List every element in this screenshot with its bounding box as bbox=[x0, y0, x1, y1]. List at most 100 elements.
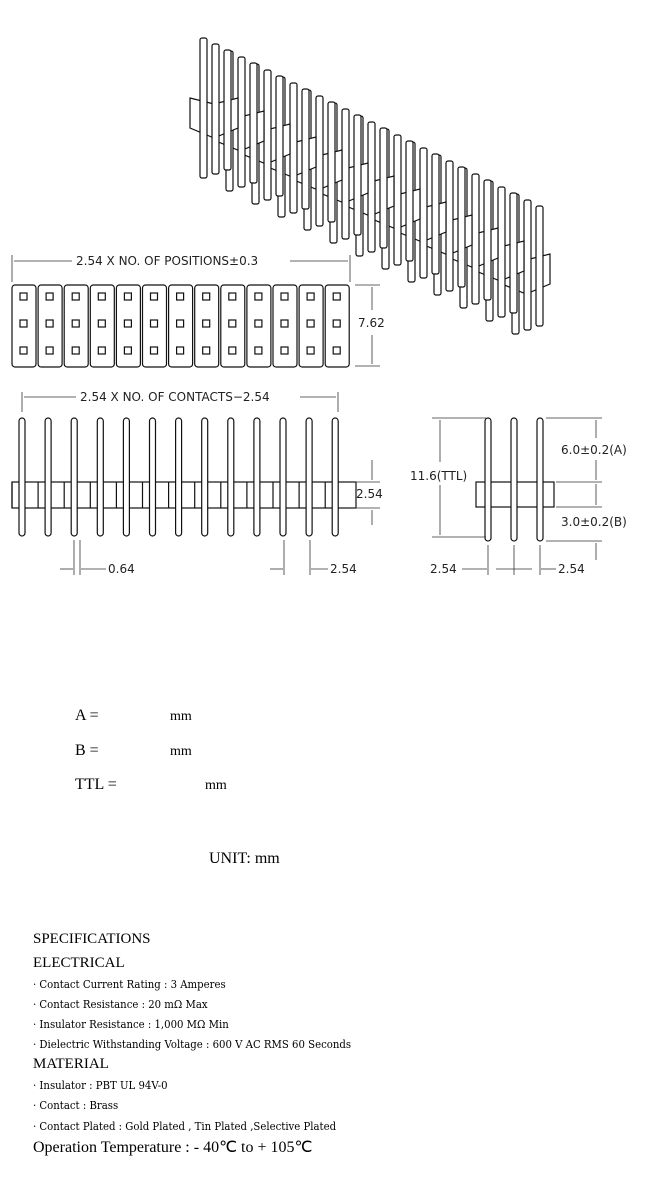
isometric-view bbox=[189, 37, 551, 335]
formula-ttl-label: TTL = bbox=[75, 776, 117, 793]
front-pin bbox=[148, 417, 157, 537]
top-pin-square bbox=[149, 292, 159, 301]
formula-a-unit: mm bbox=[170, 709, 192, 724]
top-pin-square bbox=[149, 319, 159, 328]
spec-plating: · Contact Plated : Gold Plated , Tin Pla… bbox=[33, 1119, 337, 1133]
front-pin bbox=[70, 417, 78, 537]
top-pin-square bbox=[332, 292, 341, 301]
iso-pin bbox=[431, 153, 440, 275]
iso-pin bbox=[289, 82, 298, 214]
insulator-height-dimension: 2.54 bbox=[356, 487, 383, 501]
front-pin bbox=[18, 417, 26, 537]
top-pin-square bbox=[202, 292, 211, 301]
iso-pin bbox=[341, 108, 350, 240]
iso-pin bbox=[379, 127, 388, 249]
electrical-title: ELECTRICAL bbox=[33, 955, 125, 971]
contacts-dimension: 2.54 X NO. OF CONTACTS−2.54 bbox=[80, 390, 270, 404]
dimension-lines bbox=[11, 255, 602, 575]
iso-pin bbox=[315, 95, 324, 227]
top-pin-square bbox=[97, 346, 106, 355]
iso-pin bbox=[263, 69, 272, 201]
top-pin-square bbox=[228, 346, 237, 355]
top-pin-square bbox=[254, 319, 263, 328]
top-pin-square bbox=[176, 346, 185, 355]
top-pin-square bbox=[45, 319, 54, 328]
front-pin bbox=[96, 417, 104, 537]
width-dimension: 7.62 bbox=[358, 316, 385, 330]
pin-width-dimension: 0.64 bbox=[108, 562, 135, 576]
iso-pin bbox=[457, 166, 466, 288]
iso-pin bbox=[301, 88, 310, 210]
top-pin-square bbox=[202, 346, 211, 355]
iso-pin bbox=[249, 62, 258, 184]
top-pin-square bbox=[19, 292, 28, 301]
front-pin bbox=[175, 417, 183, 537]
specifications-title: SPECIFICATIONS bbox=[33, 931, 151, 947]
front-pin bbox=[279, 417, 287, 537]
iso-pin bbox=[405, 140, 414, 262]
spec-current-rating: · Contact Current Rating : 3 Amperes bbox=[33, 977, 226, 991]
formula-a-label: A = bbox=[75, 707, 99, 724]
formula-ttl-unit: mm bbox=[205, 778, 227, 793]
b-dimension: 3.0±0.2(B) bbox=[561, 515, 627, 529]
top-pin-square bbox=[45, 292, 54, 301]
front-pin bbox=[253, 417, 261, 537]
front-pin bbox=[122, 417, 131, 537]
spec-insulator-resistance: · Insulator Resistance : 1,000 MΩ Min bbox=[33, 1017, 229, 1031]
top-pin-square bbox=[202, 319, 211, 328]
iso-pin bbox=[211, 43, 220, 175]
iso-pin bbox=[523, 199, 532, 331]
pitch-dimension: 2.54 bbox=[330, 562, 357, 576]
top-pin-square bbox=[19, 319, 28, 328]
material-title: MATERIAL bbox=[33, 1056, 109, 1072]
front-pin bbox=[44, 417, 52, 537]
formula-b-label: B = bbox=[75, 742, 99, 759]
iso-pin bbox=[353, 114, 362, 236]
top-pin-square bbox=[176, 319, 185, 328]
iso-pin bbox=[419, 147, 428, 279]
top-pin-square bbox=[228, 292, 237, 301]
iso-pin bbox=[497, 186, 506, 318]
top-pin-square bbox=[123, 319, 133, 328]
front-pin bbox=[201, 417, 209, 537]
side-pin bbox=[484, 417, 492, 542]
top-pin-square bbox=[254, 346, 263, 355]
top-view bbox=[11, 284, 350, 368]
top-pin-square bbox=[123, 346, 133, 355]
iso-pin bbox=[509, 192, 518, 314]
side-pitch-right: 2.54 bbox=[558, 562, 585, 576]
top-pin-square bbox=[71, 319, 80, 328]
spec-contact-resistance: · Contact Resistance : 20 mΩ Max bbox=[33, 997, 208, 1011]
iso-pin bbox=[535, 205, 544, 327]
spec-contact: · Contact : Brass bbox=[33, 1098, 119, 1112]
side-pitch-left: 2.54 bbox=[430, 562, 457, 576]
iso-pin bbox=[327, 101, 336, 223]
iso-pin bbox=[445, 160, 454, 292]
iso-pin bbox=[199, 37, 208, 179]
top-pin-square bbox=[97, 292, 106, 301]
top-pin-square bbox=[71, 292, 80, 301]
spec-insulator: · Insulator : PBT UL 94V-0 bbox=[33, 1078, 168, 1092]
iso-pin bbox=[223, 49, 232, 171]
top-pin-square bbox=[123, 292, 133, 301]
iso-pin bbox=[275, 75, 284, 197]
top-pin-square bbox=[306, 292, 315, 301]
a-dimension: 6.0±0.2(A) bbox=[561, 443, 627, 457]
unit-label: UNIT: mm bbox=[209, 850, 280, 867]
front-view bbox=[11, 417, 357, 537]
front-pin bbox=[331, 417, 339, 537]
top-pin-square bbox=[254, 292, 263, 301]
top-pin-square bbox=[45, 346, 54, 355]
side-pin bbox=[536, 417, 544, 542]
front-pin bbox=[227, 417, 235, 537]
ttl-dimension: 11.6(TTL) bbox=[410, 469, 467, 483]
iso-pin bbox=[367, 121, 376, 253]
connector-drawing: 2.54 X NO. OF POSITIONS±0.3 7.62 2.54 X … bbox=[11, 37, 627, 576]
top-pin-square bbox=[280, 292, 289, 301]
iso-pin bbox=[393, 134, 402, 266]
spec-dielectric-voltage: · Dielectric Withstanding Voltage : 600 … bbox=[33, 1037, 352, 1051]
iso-pin bbox=[237, 56, 246, 188]
formula-b-unit: mm bbox=[170, 744, 192, 759]
top-pin-square bbox=[332, 346, 341, 355]
top-pin-square bbox=[280, 346, 289, 355]
